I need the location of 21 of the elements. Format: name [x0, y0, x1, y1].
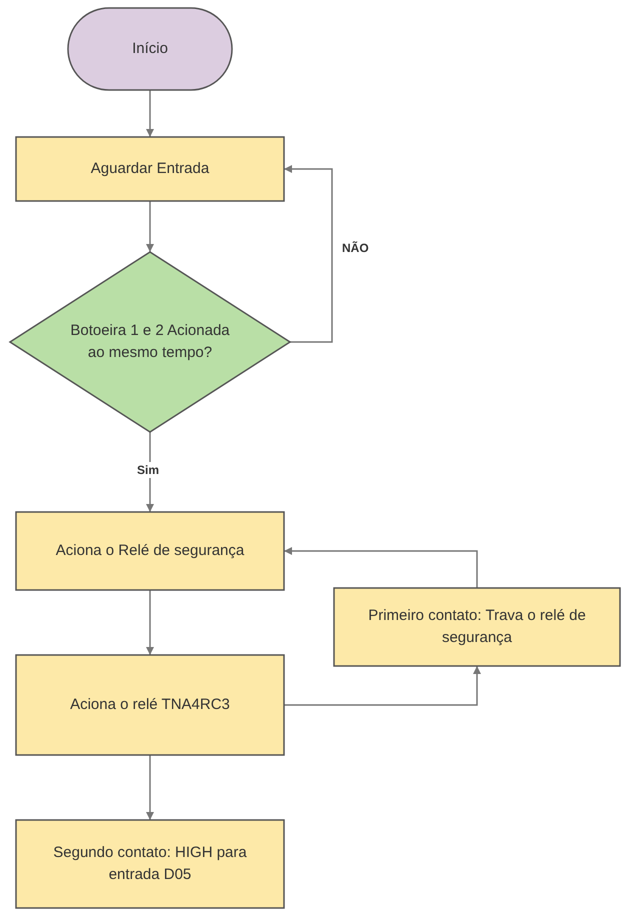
process-box	[16, 512, 284, 590]
node-text: Aguardar Entrada	[90, 159, 210, 180]
process-box	[334, 588, 620, 666]
decision-diamond	[10, 252, 290, 432]
arrow	[146, 201, 154, 252]
process-box	[16, 820, 284, 908]
arrow	[146, 90, 154, 137]
node-text: Aciona o Relé de segurança	[54, 541, 246, 562]
node-text: Segundo contato: HIGH para entrada D05	[52, 843, 248, 885]
arrow	[146, 755, 154, 820]
arrow	[284, 666, 481, 706]
arrow	[284, 547, 478, 588]
node-text: Primeiro contato: Trava o relé de segurança	[367, 606, 587, 648]
node-text: Início	[131, 39, 169, 60]
edge-label: Sim	[135, 462, 162, 478]
arrow	[146, 590, 154, 655]
process-box	[16, 655, 284, 755]
node-text: Aciona o relé TNA4RC3	[69, 695, 231, 716]
arrow	[284, 165, 333, 343]
process-box	[16, 137, 284, 201]
node-text: Botoeira 1 e 2 Acionada ao mesmo tempo?	[69, 321, 231, 363]
